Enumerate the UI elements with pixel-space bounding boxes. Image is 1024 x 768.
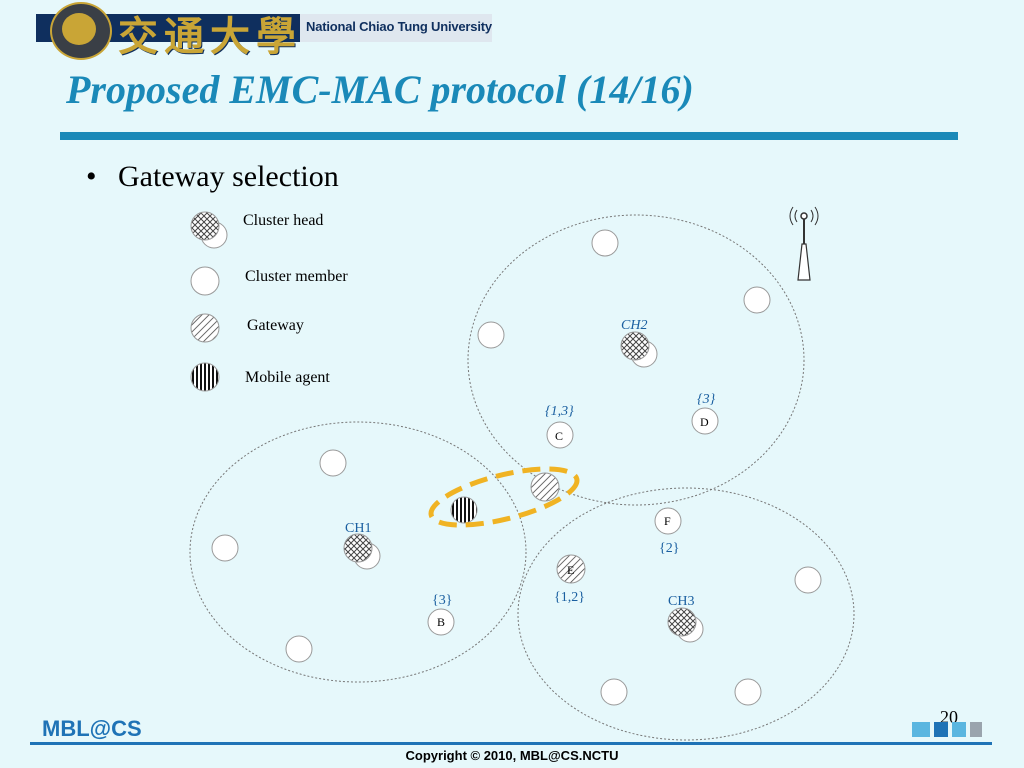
bullet-marker: • (86, 160, 97, 193)
cluster-member-node (477, 321, 505, 349)
copyright-text: Copyright © 2010, MBL@CS.NCTU (405, 748, 619, 763)
node-c-label: C (555, 429, 563, 443)
cluster-3-boundary (517, 487, 855, 741)
footer-square-icon (912, 722, 930, 737)
node-e-set-label: {1,2} (554, 590, 585, 605)
legend-cluster-member-icon (190, 266, 220, 296)
legend-cluster-head-icon (190, 211, 220, 241)
cluster-member-node (285, 635, 313, 663)
calligraphy-logo: 交通大學 (118, 13, 302, 60)
mobile-agent-node (450, 496, 478, 524)
node-c-set-label: {1,3} (545, 404, 574, 419)
node-f-label: F (664, 514, 671, 528)
university-name: National Chiao Tung University (306, 19, 492, 34)
slide-title: Proposed EMC-MAC protocol (14/16) (66, 67, 694, 112)
legend-mobile-agent-label: Mobile agent (245, 369, 330, 386)
cluster-member-node (600, 678, 628, 706)
cluster-1-boundary (189, 421, 527, 683)
cluster-member-node (743, 286, 771, 314)
ch2-label: CH2 (621, 318, 647, 333)
node-b-label: B (437, 615, 445, 629)
ch1-node (343, 533, 373, 563)
node-c (546, 421, 574, 449)
legend-cluster-member-label: Cluster member (245, 268, 348, 285)
node-d (691, 407, 719, 435)
cluster-member-node (211, 534, 239, 562)
node-e-label: E (567, 563, 574, 577)
title-rule (60, 132, 958, 140)
seal-inner-icon (62, 13, 96, 45)
node-d-label: D (700, 415, 709, 429)
ch1-label: CH1 (345, 521, 371, 536)
ch3-label: CH3 (668, 594, 694, 609)
header-banner-light (300, 14, 492, 42)
legend-gateway-label: Gateway (247, 317, 304, 334)
node-f-set-label: {2} (659, 541, 679, 556)
node-b-set-label: {3} (432, 593, 452, 608)
gateway-node-near-c (530, 472, 560, 502)
legend-cluster-head-label: Cluster head (243, 212, 324, 229)
node-b (427, 608, 455, 636)
legend-mobile-agent-icon (190, 362, 220, 392)
footer-logo: MBL@CS (42, 716, 142, 741)
footer-square-icon (952, 722, 966, 737)
cluster-member-node (734, 678, 762, 706)
footer-rule (30, 742, 992, 745)
gateway-selection-highlight (428, 466, 580, 528)
footer-square-icon (970, 722, 982, 737)
bullet-text: Gateway selection (118, 160, 339, 193)
cluster-member-node (319, 449, 347, 477)
ch3-node (667, 607, 697, 637)
antenna-icon (789, 206, 819, 281)
footer-square-icon (934, 722, 948, 737)
node-e (556, 554, 586, 584)
ch2-node (620, 331, 650, 361)
cluster-member-node (794, 566, 822, 594)
cluster-2-boundary (467, 214, 805, 506)
node-d-set-label: {3} (697, 392, 716, 407)
node-f (654, 507, 682, 535)
cluster-member-node (591, 229, 619, 257)
legend-gateway-icon (190, 313, 220, 343)
